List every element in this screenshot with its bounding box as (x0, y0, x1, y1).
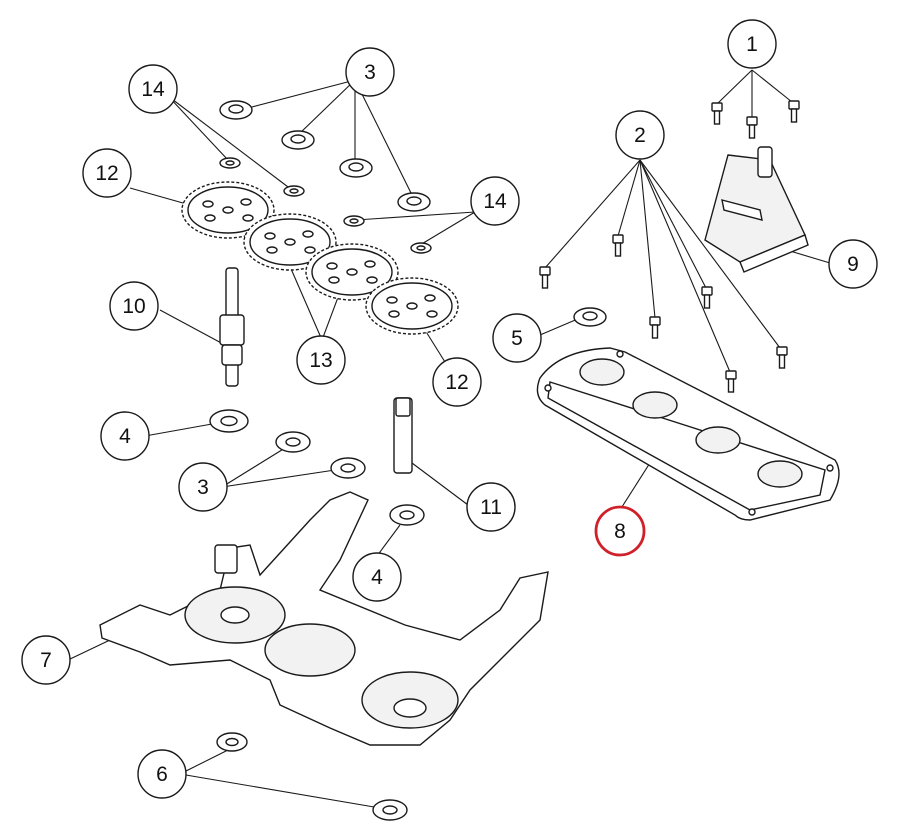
callout-7-label: 7 (40, 649, 52, 672)
callout-2-circle (615, 110, 665, 160)
part-2-screws (539, 234, 788, 393)
callout-14-right-label: 14 (483, 190, 507, 213)
callout-6-label: 6 (156, 763, 168, 786)
callout-4-left-circle (100, 411, 150, 461)
callout-14-left-circle (128, 64, 178, 114)
callout-5-circle (492, 313, 542, 363)
part-12-13-gears (181, 181, 459, 335)
callout-12-left: 12 (82, 148, 132, 198)
callout-9: 9 (828, 239, 878, 289)
callout-5: 5 (492, 313, 542, 363)
callout-9-label: 9 (847, 253, 859, 276)
part-1-screws (711, 100, 800, 139)
callout-13-label: 13 (309, 349, 332, 372)
callout-4-lower-label: 4 (371, 566, 383, 589)
callout-12-left-circle (82, 148, 132, 198)
callout-4-left-label: 4 (119, 425, 131, 448)
callout-5-label: 5 (511, 327, 523, 350)
callout-14-left-label: 14 (141, 78, 165, 101)
callout-12-right-label: 12 (445, 371, 468, 394)
callout-7-circle (21, 635, 71, 685)
callout-4-left: 4 (100, 411, 150, 461)
callout-3-top-label: 3 (364, 61, 376, 84)
callout-14-left: 14 (128, 64, 178, 114)
callout-12-right-circle (432, 357, 482, 407)
part-7-housing (99, 491, 549, 746)
part-4-bearings (209, 409, 425, 526)
callout-8: 8 (594, 505, 646, 557)
callout-3-top-circle (345, 47, 395, 97)
callout-3-lower: 3 (178, 462, 228, 512)
callout-2-label: 2 (634, 124, 646, 147)
part-3-bearings-top (219, 100, 431, 212)
callout-1: 1 (727, 19, 777, 69)
callout-13: 13 (296, 335, 346, 385)
part-8-cover-plate (536, 347, 840, 521)
callout-11-label: 11 (480, 496, 502, 519)
callout-7: 7 (21, 635, 71, 685)
callout-6-circle (137, 749, 187, 799)
callout-1-label: 1 (746, 33, 758, 56)
callout-14-right: 14 (470, 176, 520, 226)
part-3-bearings-lower (275, 431, 366, 479)
callout-2: 2 (615, 110, 665, 160)
callout-10-circle (109, 281, 159, 331)
callouts: 1 2 3 3 4 4 5 6 (21, 19, 878, 799)
part-9-bracket (704, 146, 809, 273)
part-6-bearings (216, 732, 408, 821)
callout-4-lower-circle (352, 552, 402, 602)
part-11-shaft (393, 397, 413, 474)
part-14-washers (219, 157, 432, 254)
callout-1-circle (727, 19, 777, 69)
callout-3-lower-circle (178, 462, 228, 512)
callout-10: 10 (109, 281, 159, 331)
callout-14-right-circle (470, 176, 520, 226)
callout-8-circle-highlighted (594, 505, 646, 557)
callout-12-right: 12 (432, 357, 482, 407)
callout-11-circle (466, 482, 516, 532)
leader-lines (67, 69, 831, 809)
callout-9-circle (828, 239, 878, 289)
callout-3-lower-label: 3 (197, 476, 209, 499)
callout-8-label: 8 (614, 520, 626, 543)
callout-10-label: 10 (122, 295, 145, 318)
callout-13-circle (296, 335, 346, 385)
callout-12-left-label: 12 (95, 162, 118, 185)
part-10-shaft (219, 267, 245, 387)
part-5-washer (573, 307, 607, 327)
callout-6: 6 (137, 749, 187, 799)
callout-4-lower: 4 (352, 552, 402, 602)
callout-11: 11 (466, 482, 516, 532)
callout-3-top: 3 (345, 47, 395, 97)
